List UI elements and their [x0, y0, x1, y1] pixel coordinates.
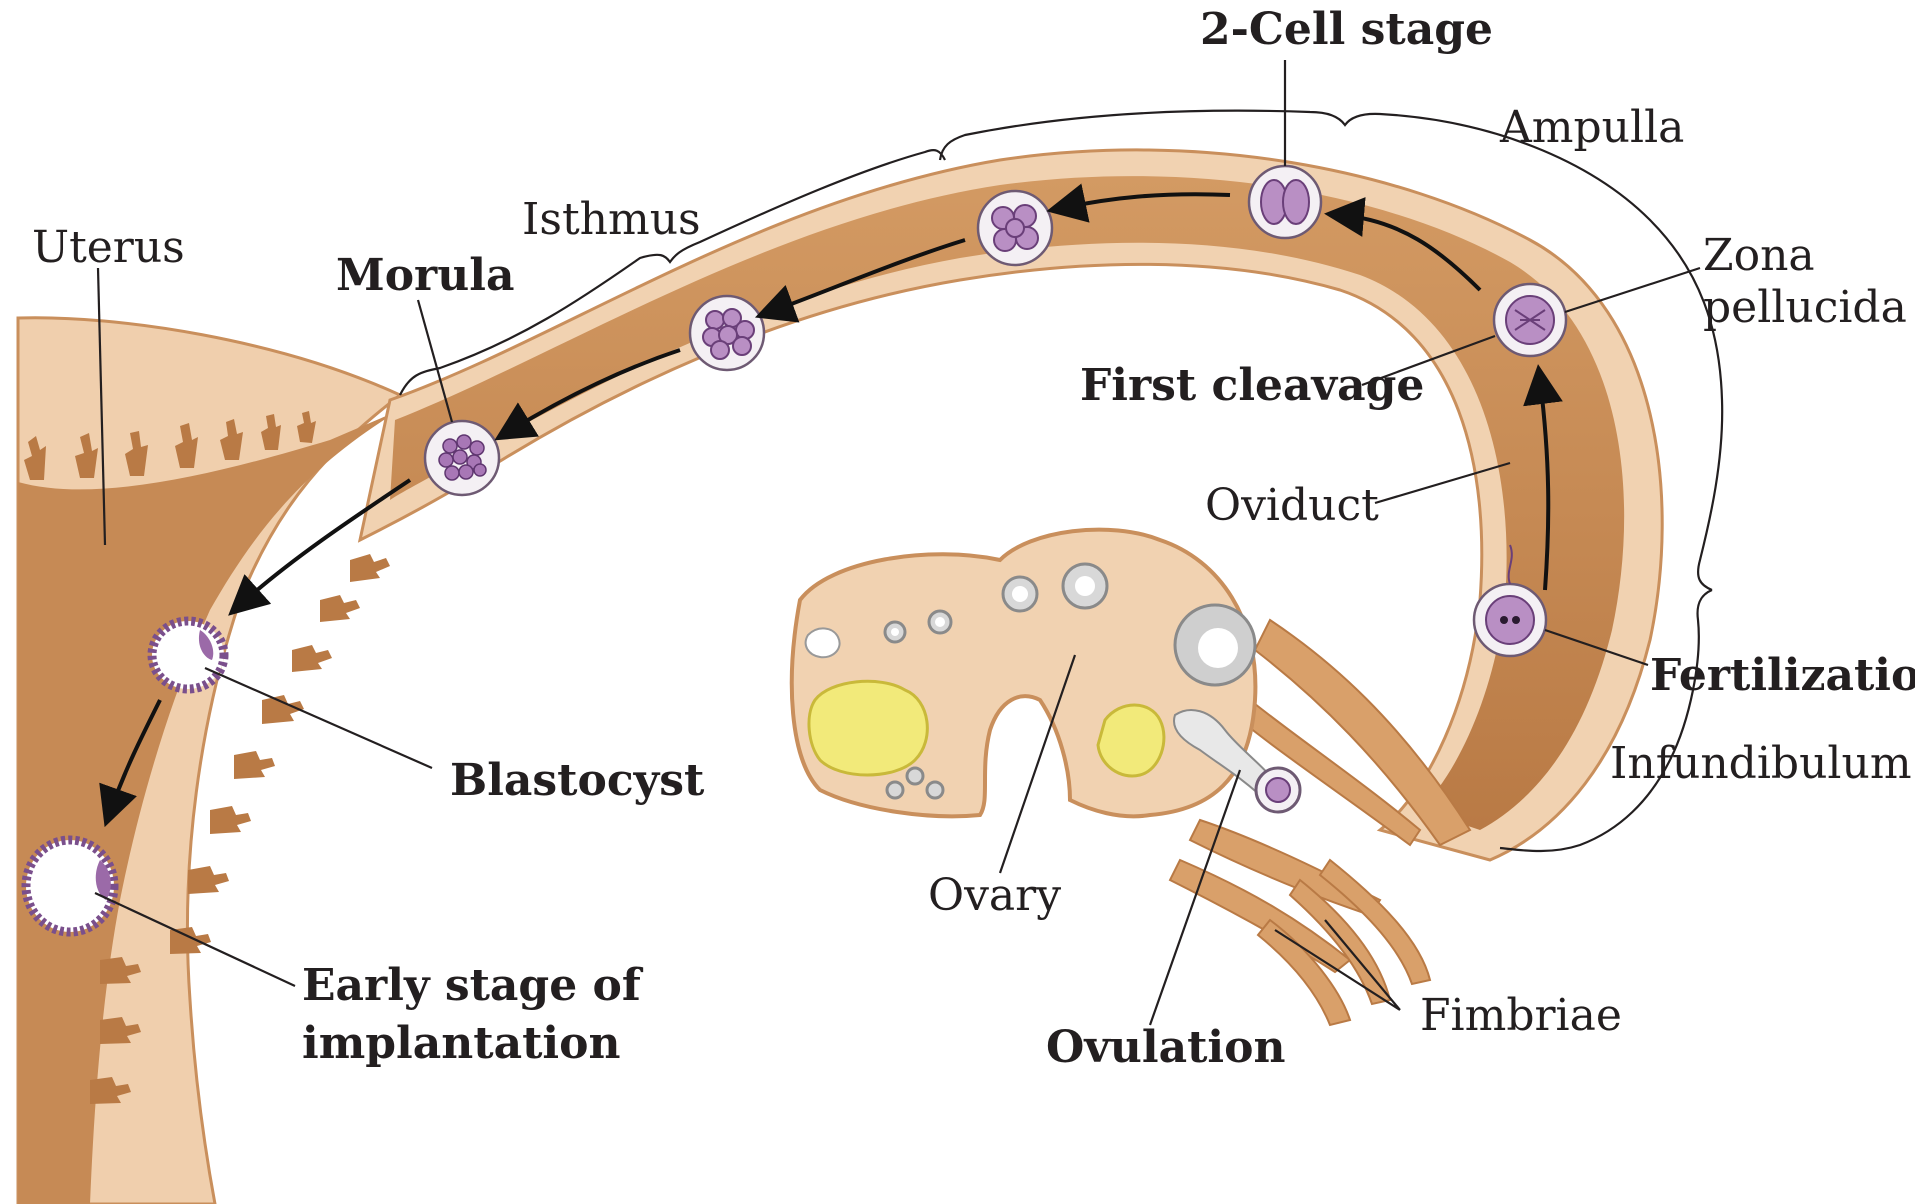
- label-2-cell-stage: 2-Cell stage: [1200, 4, 1493, 55]
- ovary: [792, 530, 1300, 817]
- label-oviduct: Oviduct: [1205, 480, 1379, 531]
- label-morula: Morula: [336, 250, 514, 301]
- label-ampulla: Ampulla: [1499, 102, 1684, 153]
- blastocyst-embryo: [152, 621, 224, 689]
- label-early-stage-line1: Early stage of: [302, 960, 644, 1011]
- label-early-stage-line2: implantation: [302, 1018, 620, 1069]
- label-zona-line2: pellucida: [1703, 282, 1907, 333]
- label-fimbriae: Fimbriae: [1420, 990, 1622, 1041]
- four-cell-embryo: [978, 191, 1052, 265]
- label-blastocyst: Blastocyst: [450, 755, 705, 806]
- implanting-embryo: [26, 840, 114, 932]
- label-first-cleavage: First cleavage: [1080, 360, 1424, 411]
- label-ovulation: Ovulation: [1046, 1022, 1286, 1073]
- label-zona-line1: Zona: [1703, 230, 1815, 281]
- label-ovary: Ovary: [928, 870, 1061, 921]
- two-cell-embryo: [1249, 166, 1321, 238]
- label-fertilization: Fertilization: [1650, 650, 1915, 701]
- morula-embryo: [425, 421, 499, 495]
- label-infundibulum: Infundibulum: [1610, 738, 1912, 789]
- eight-cell-embryo: [690, 296, 764, 370]
- label-uterus: Uterus: [32, 222, 185, 273]
- label-isthmus: Isthmus: [522, 194, 701, 245]
- uterus-body: [18, 318, 400, 1204]
- first-cleavage-cell: [1494, 284, 1566, 356]
